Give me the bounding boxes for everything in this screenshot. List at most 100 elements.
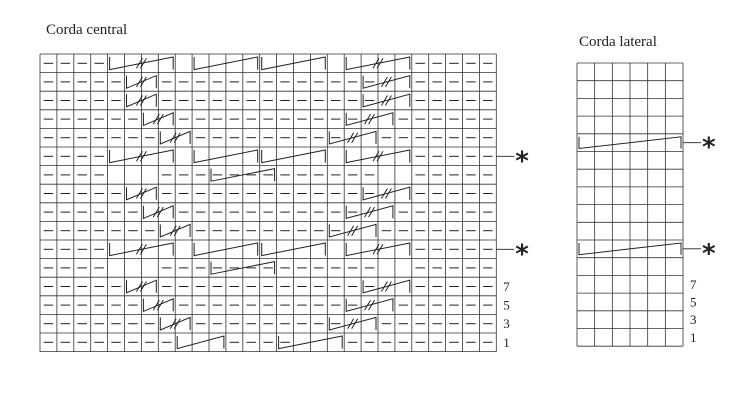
row-number-label: 7 — [503, 279, 510, 294]
cable-symbol — [261, 56, 326, 71]
row-number-label: 7 — [690, 277, 697, 292]
row-number-label: 5 — [690, 294, 697, 309]
cable-cross-tick — [152, 299, 160, 311]
row-number-label: 1 — [690, 330, 697, 345]
cable-symbol — [142, 112, 174, 127]
cable-symbol — [328, 130, 377, 145]
central-cable-chart: 7 5 3 1 * * — [39, 53, 529, 353]
cable-symbol — [176, 335, 225, 350]
cable-symbol — [109, 242, 174, 257]
cable-symbol — [159, 223, 191, 238]
cable-cross-tick — [139, 244, 147, 255]
asterisk-marker: * — [515, 146, 529, 176]
cable-cross-tick — [381, 281, 388, 292]
cable-cross-tick — [156, 206, 164, 218]
cable-cross-tick — [169, 318, 177, 329]
cable-cross-tick — [364, 299, 371, 311]
cable-cross-tick — [368, 299, 375, 311]
cable-symbol — [126, 93, 157, 108]
asterisk-marker: * — [515, 239, 529, 269]
cable-symbol — [193, 149, 259, 164]
cable-symbol — [126, 186, 157, 201]
cable-cross-tick — [135, 281, 143, 292]
cable-symbol — [578, 136, 682, 150]
cable-symbol — [159, 316, 191, 331]
cable-cross-tick — [385, 188, 392, 199]
cable-symbol — [328, 223, 377, 238]
cable-symbol — [278, 335, 343, 350]
cable-cross-tick — [135, 244, 143, 255]
cable-cross-tick — [169, 132, 177, 143]
cable-symbol — [345, 205, 394, 220]
cable-cross-tick — [364, 206, 371, 218]
cable-cross-tick — [364, 113, 371, 125]
cable-symbol — [109, 149, 174, 164]
cable-symbol — [345, 242, 411, 257]
cable-cross-tick — [368, 113, 375, 125]
cable-symbol — [362, 186, 411, 201]
cable-cross-tick — [135, 151, 143, 162]
cable-cross-tick — [372, 151, 380, 162]
lateral-chart-title: Corda lateral — [579, 34, 657, 50]
cable-cross-tick — [347, 132, 355, 143]
cable-cross-tick — [376, 58, 384, 69]
cable-cross-tick — [385, 95, 392, 106]
cable-symbol — [210, 167, 276, 182]
cable-cross-tick — [135, 76, 143, 88]
cable-cross-tick — [139, 151, 147, 162]
cable-symbol — [159, 130, 191, 145]
cable-cross-tick — [135, 95, 143, 106]
cable-cross-tick — [173, 318, 181, 329]
cable-symbol — [362, 93, 411, 108]
cable-symbol — [261, 242, 326, 257]
cable-cross-tick — [372, 58, 380, 69]
cable-cross-tick — [139, 281, 147, 292]
cable-cross-tick — [139, 188, 147, 199]
cable-cross-tick — [351, 225, 359, 236]
cable-symbol — [193, 242, 259, 257]
cable-cross-tick — [135, 58, 143, 69]
cable-cross-tick — [376, 244, 384, 255]
cable-cross-tick — [139, 58, 147, 69]
cable-cross-tick — [156, 113, 164, 125]
central-chart-title: Corda central — [46, 22, 128, 38]
cable-symbol — [126, 279, 157, 294]
cable-symbol — [362, 74, 411, 89]
cable-symbol — [362, 279, 411, 294]
cable-cross-tick — [152, 206, 160, 218]
cable-cross-tick — [385, 281, 392, 292]
cable-cross-tick — [139, 95, 147, 106]
cable-cross-tick — [381, 188, 388, 199]
cable-cross-tick — [152, 113, 160, 125]
cable-symbol — [210, 260, 276, 275]
cable-symbol — [261, 149, 326, 164]
cable-symbol — [345, 56, 411, 71]
cable-cross-tick — [385, 76, 392, 88]
cable-cross-tick — [173, 225, 181, 236]
cable-cross-tick — [347, 318, 355, 329]
cable-symbol — [578, 242, 682, 256]
cable-symbol — [126, 74, 157, 89]
cable-cross-tick — [347, 225, 355, 236]
cable-symbol — [142, 298, 174, 313]
cable-symbol — [142, 205, 174, 220]
cable-cross-tick — [169, 225, 177, 236]
cable-cross-tick — [381, 95, 388, 106]
cable-cross-tick — [368, 206, 375, 218]
cable-cross-tick — [351, 132, 359, 143]
cable-symbol — [328, 316, 377, 331]
cable-cross-tick — [376, 151, 384, 162]
cable-cross-tick — [173, 132, 181, 143]
cable-symbol — [345, 149, 411, 164]
row-number-label: 1 — [503, 335, 510, 350]
cable-symbol — [345, 112, 394, 127]
cable-symbol — [193, 56, 259, 71]
cable-cross-tick — [156, 299, 164, 311]
asterisk-marker: * — [702, 133, 716, 163]
cable-symbol — [109, 56, 174, 71]
row-number-label: 5 — [503, 298, 510, 313]
row-number-label: 3 — [503, 316, 510, 331]
cable-cross-tick — [381, 76, 388, 88]
